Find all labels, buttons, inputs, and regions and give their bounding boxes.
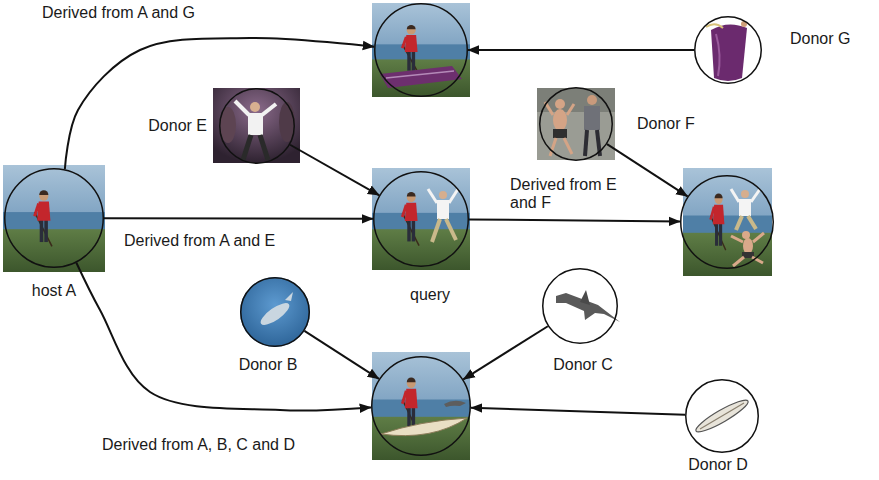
circle-outline: [373, 171, 469, 267]
carpet: [380, 66, 462, 88]
derived-a-g-photo: [372, 3, 470, 97]
node-label: Donor D: [688, 456, 748, 474]
image-circle: Donor E: [219, 88, 295, 164]
circle-border: [686, 380, 759, 453]
arrow-connector: [104, 217, 373, 220]
image-circle: Donor F: [539, 87, 613, 161]
arrow-connector: [76, 263, 371, 411]
image-circle: query: [373, 171, 469, 267]
circle-outline: [539, 87, 613, 161]
circle-outline: [680, 175, 774, 269]
result-image-circle: [371, 356, 471, 456]
arrow-connector: [304, 331, 379, 379]
node-label: Donor C: [553, 356, 613, 374]
circle-border: [220, 89, 295, 164]
donor-g-image: [694, 16, 762, 84]
circle-border: [374, 172, 469, 267]
donor-e-photo: [213, 88, 300, 163]
circle-outline: [374, 3, 468, 97]
result-image-circle: [680, 175, 774, 269]
image-circle: Donor G: [694, 16, 762, 84]
host-a-photo: [3, 165, 105, 272]
circle-border: [241, 278, 310, 347]
circle-outline: [240, 277, 310, 347]
node-label: host A: [32, 282, 76, 300]
circle-border: [5, 169, 104, 268]
node-label: query: [410, 286, 450, 304]
circle-outline: [4, 168, 104, 268]
circle-border: [372, 357, 471, 456]
circle-border: [375, 4, 468, 97]
arrow-connector: [65, 38, 374, 169]
arrow-connector: [607, 144, 688, 196]
node-label: Donor E: [148, 117, 207, 135]
edge-label: Derived from E and F: [508, 176, 630, 212]
circle-outline: [694, 16, 762, 84]
circle-border: [540, 88, 613, 161]
image-circle: Donor B: [240, 277, 310, 347]
image-circle: host A: [4, 168, 104, 268]
circle-outline: [371, 356, 471, 456]
result-image-circle: [374, 3, 468, 97]
circle-outline: [542, 268, 618, 344]
query-photo: [372, 168, 470, 270]
node-label: Donor F: [637, 115, 695, 133]
node-label: Donor B: [239, 356, 298, 374]
arrow-connector: [290, 145, 379, 196]
donor-b-image: [240, 277, 310, 347]
arrow-connector: [468, 49, 694, 51]
node-label: Donor G: [790, 30, 850, 48]
derived-a-b-c-d-photo: [372, 352, 470, 460]
donor-d-image: [685, 379, 759, 453]
circle-border: [695, 17, 762, 84]
edge-label: Derived from A and E: [122, 232, 277, 250]
arrow-connector: [469, 219, 680, 221]
circle-outline: [685, 379, 759, 453]
arrow-connector: [463, 326, 548, 379]
edge-label: Derived from A, B, C and D: [100, 436, 297, 454]
arrow-connector: [471, 408, 685, 415]
circle-outline: [219, 88, 295, 164]
image-circle: Donor D: [685, 379, 759, 453]
circle-border: [543, 269, 618, 344]
edge-label: Derived from A and G: [40, 4, 197, 22]
kayak: [381, 418, 467, 436]
donor-f-photo: [537, 88, 615, 160]
derived-e-f-photo: [683, 168, 772, 276]
donor-c-image: [542, 268, 620, 344]
image-circle: Donor C: [542, 268, 618, 344]
circle-border: [681, 176, 774, 269]
